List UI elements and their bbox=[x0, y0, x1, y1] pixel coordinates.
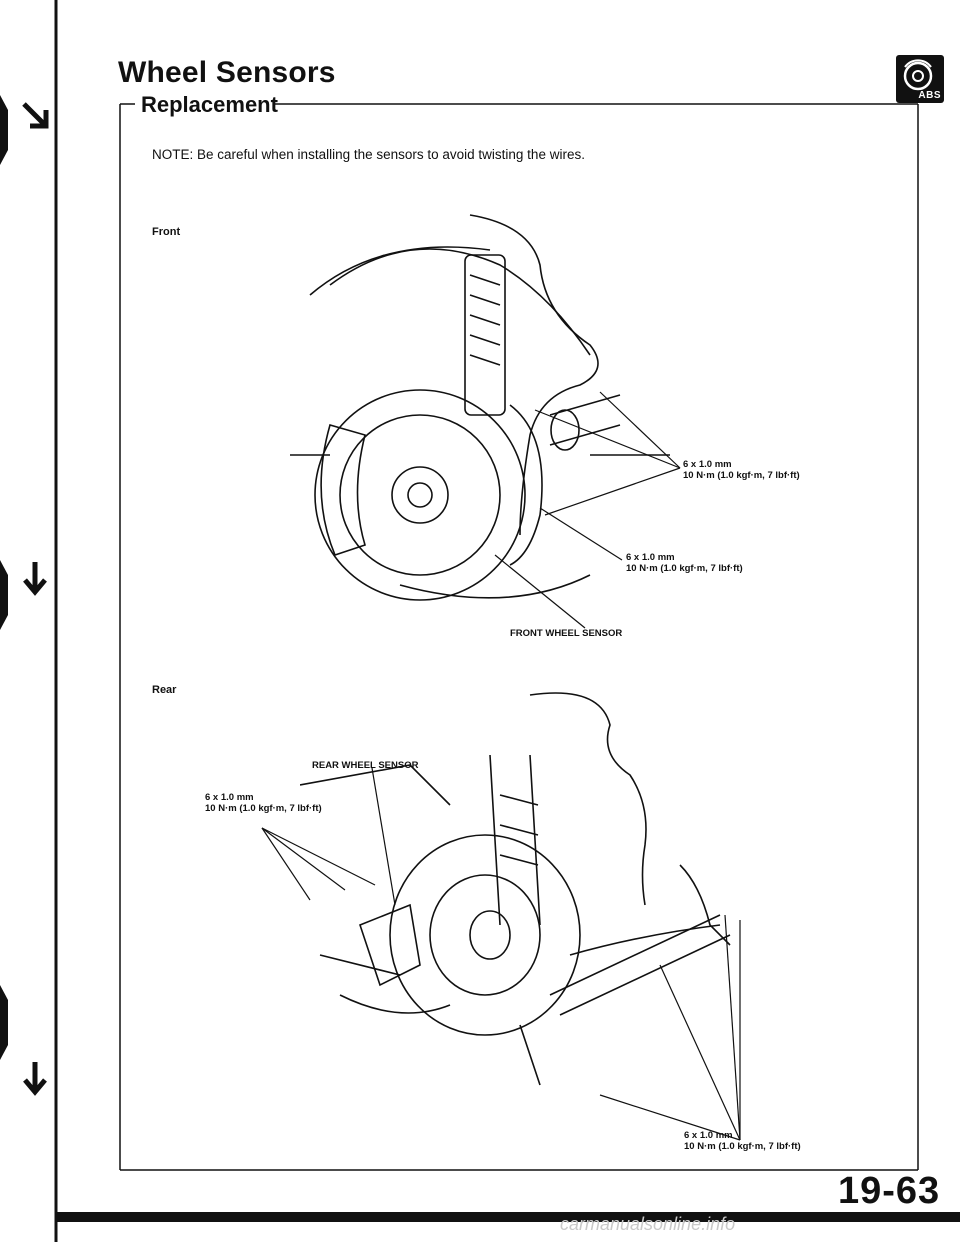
front-wheel-sensor-label: FRONT WHEEL SENSOR bbox=[510, 628, 623, 639]
abs-badge: ABS bbox=[896, 55, 944, 103]
torque-value: 10 N·m (1.0 kgf·m, 7 lbf·ft) bbox=[683, 470, 800, 481]
rear-torque-spec-bottom: 6 x 1.0 mm 10 N·m (1.0 kgf·m, 7 lbf·ft) bbox=[684, 1130, 801, 1152]
note-text: NOTE: Be careful when installing the sen… bbox=[152, 147, 585, 162]
brake-disc-icon bbox=[903, 59, 933, 91]
front-torque-spec-upper: 6 x 1.0 mm 10 N·m (1.0 kgf·m, 7 lbf·ft) bbox=[683, 459, 800, 481]
page-title: Wheel Sensors bbox=[118, 56, 336, 89]
bolt-size: 6 x 1.0 mm bbox=[683, 459, 732, 470]
page-number: 19-63 bbox=[838, 1170, 941, 1212]
rear-torque-spec-left: 6 x 1.0 mm 10 N·m (1.0 kgf·m, 7 lbf·ft) bbox=[205, 792, 322, 814]
bolt-size: 6 x 1.0 mm bbox=[626, 552, 675, 563]
rear-wheel-sensor-label: REAR WHEEL SENSOR bbox=[312, 760, 419, 771]
bolt-size: 6 x 1.0 mm bbox=[205, 792, 254, 803]
arrow-down-right-icon bbox=[22, 102, 49, 129]
front-label: Front bbox=[152, 226, 181, 238]
front-suspension-illustration bbox=[290, 214, 670, 601]
arrow-down-icon bbox=[23, 562, 47, 596]
abs-badge-text: ABS bbox=[918, 90, 941, 101]
front-torque-spec-lower: 6 x 1.0 mm 10 N·m (1.0 kgf·m, 7 lbf·ft) bbox=[626, 552, 743, 574]
rear-label: Rear bbox=[152, 684, 177, 696]
section-subtitle: Replacement bbox=[141, 92, 278, 117]
torque-value: 10 N·m (1.0 kgf·m, 7 lbf·ft) bbox=[684, 1141, 801, 1152]
torque-value: 10 N·m (1.0 kgf·m, 7 lbf·ft) bbox=[205, 803, 322, 814]
rear-suspension-illustration bbox=[300, 692, 731, 1086]
torque-value: 10 N·m (1.0 kgf·m, 7 lbf·ft) bbox=[626, 563, 743, 574]
arrow-down-icon bbox=[23, 1062, 47, 1096]
bolt-size: 6 x 1.0 mm bbox=[684, 1130, 733, 1141]
watermark: carmanualsonline.info bbox=[560, 1214, 736, 1234]
